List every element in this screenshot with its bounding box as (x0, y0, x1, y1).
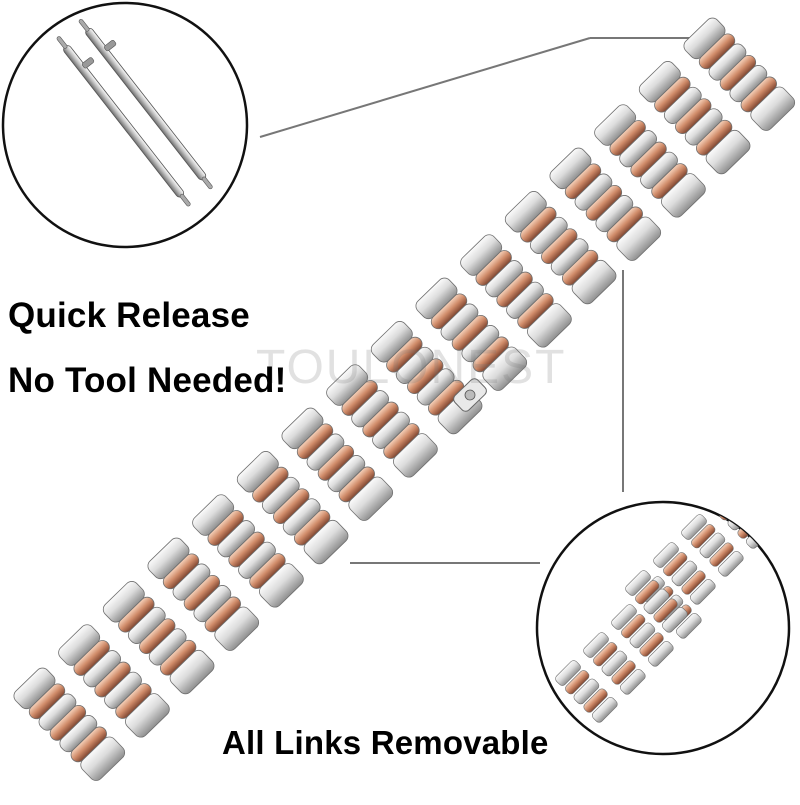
band-link (415, 277, 528, 391)
clasp-button (453, 378, 487, 412)
no-tool-caption: No Tool Needed! (8, 361, 287, 400)
band-link (281, 407, 394, 521)
band-link (594, 104, 706, 218)
inset-link (583, 632, 646, 695)
band-link (370, 321, 483, 435)
band-link (326, 364, 438, 478)
band-link (504, 191, 617, 305)
band-link (683, 17, 796, 131)
inset-link (625, 570, 688, 633)
inset-link (555, 660, 618, 723)
band-link (147, 537, 260, 651)
inset-links (555, 502, 772, 723)
band-link (236, 451, 349, 565)
spring-bar-inset (1, 1, 249, 249)
band-link (13, 667, 126, 781)
quick-release-caption: Quick Release (8, 296, 250, 335)
band-link (460, 234, 572, 348)
removable-links-inset (535, 500, 791, 756)
callout-lines (259, 37, 690, 564)
inset-link (681, 514, 744, 577)
band-link (58, 624, 170, 738)
band-link (102, 581, 215, 695)
links-removable-caption: All Links Removable (222, 724, 549, 761)
band-link (549, 147, 662, 261)
inset-link (611, 604, 674, 667)
inset-link (653, 542, 716, 605)
watermark: TOULONEST (256, 341, 567, 394)
band-link (192, 494, 304, 608)
band-link (638, 61, 751, 175)
watch-band (13, 17, 796, 781)
